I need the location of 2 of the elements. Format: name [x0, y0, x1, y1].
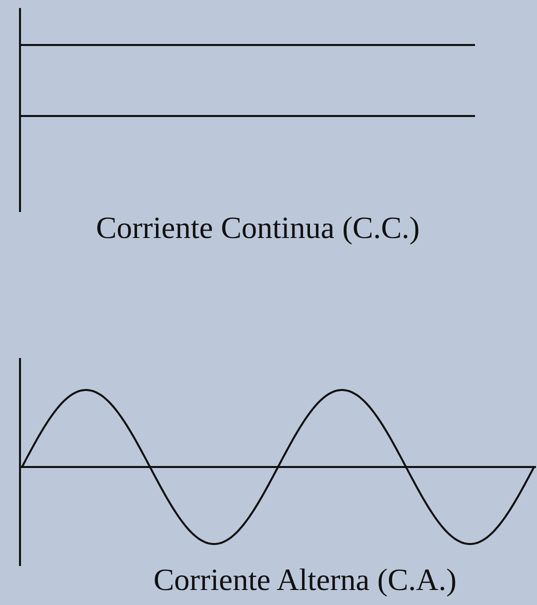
caption-text: Corriente Alterna (C.A.)	[154, 564, 457, 595]
caption-text: Corriente Continua (C.C.)	[96, 212, 420, 243]
